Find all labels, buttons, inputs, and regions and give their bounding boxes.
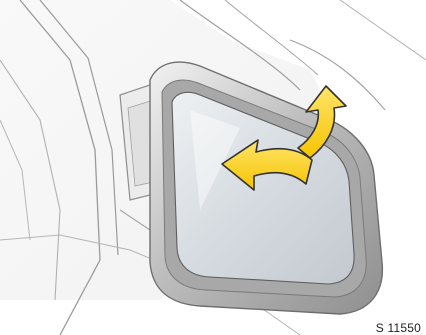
- figure-id-label: S 11550: [375, 321, 422, 335]
